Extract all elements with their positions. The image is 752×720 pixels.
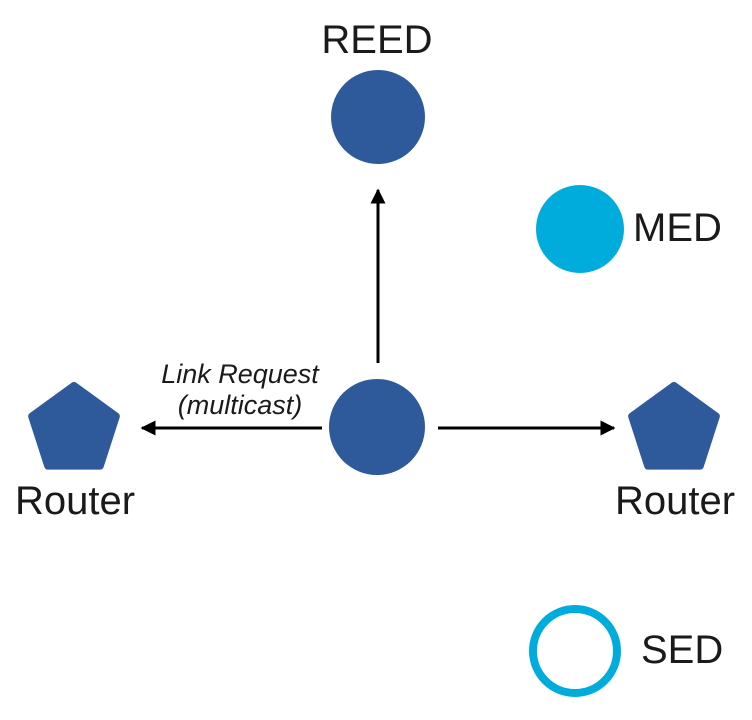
link-request-annotation: Link Request (multicast): [140, 359, 340, 421]
center-node: [329, 379, 425, 475]
med-label: MED: [633, 206, 722, 250]
right-router-node: [628, 382, 720, 470]
right-router-label: Router: [614, 479, 736, 523]
med-node: [536, 185, 624, 273]
left-router-label: Router: [14, 479, 136, 523]
reed-label: REED: [321, 18, 433, 62]
reed-node: [331, 70, 425, 164]
left-router-node: [28, 382, 120, 470]
link-request-line1: Link Request: [161, 359, 319, 389]
left-router-pentagon: [28, 382, 120, 470]
right-router-pentagon: [628, 382, 720, 470]
sed-label: SED: [641, 628, 724, 672]
link-request-line2: (multicast): [177, 390, 303, 421]
sed-node: [529, 605, 621, 697]
